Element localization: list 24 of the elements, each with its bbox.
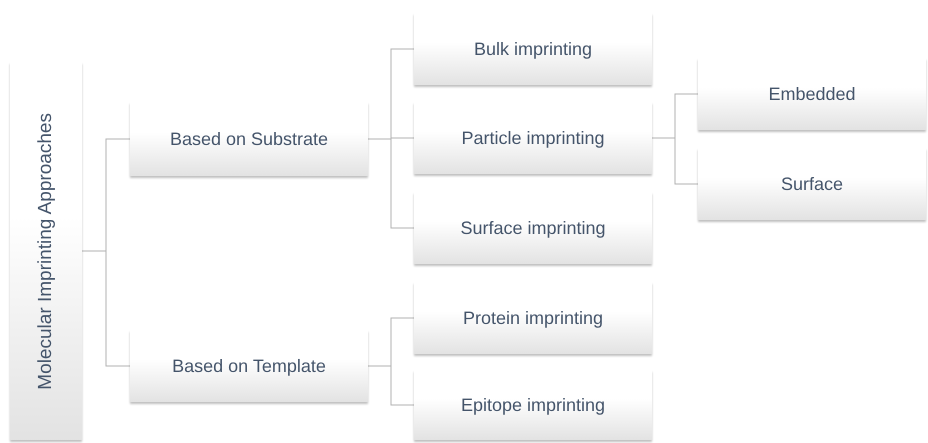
node-label: Embedded [768, 82, 856, 106]
category-box [130, 102, 368, 176]
root-box [10, 62, 82, 440]
category-box [414, 102, 652, 174]
category-box [698, 58, 926, 130]
category-box [414, 282, 652, 354]
category-box [414, 13, 652, 85]
node-label: Protein imprinting [462, 306, 604, 330]
node-label: Based on Template [172, 354, 326, 378]
connector-line [368, 366, 414, 406]
node-label: Surface [780, 172, 844, 196]
category-box [414, 370, 652, 440]
category-box [698, 148, 926, 220]
node-label: Surface imprinting [460, 216, 606, 240]
connector-line [652, 138, 698, 184]
category-box [130, 330, 368, 402]
node-label: Epitope imprinting [460, 394, 606, 417]
connector-line [82, 250, 130, 366]
connector-line [368, 138, 414, 228]
node-label: Molecular Imprinting Approaches [34, 112, 57, 390]
category-box [414, 192, 652, 264]
node-label: Bulk imprinting [474, 38, 592, 61]
node-label: Based on Substrate [170, 128, 328, 150]
node-label: Particle imprinting [461, 126, 605, 150]
